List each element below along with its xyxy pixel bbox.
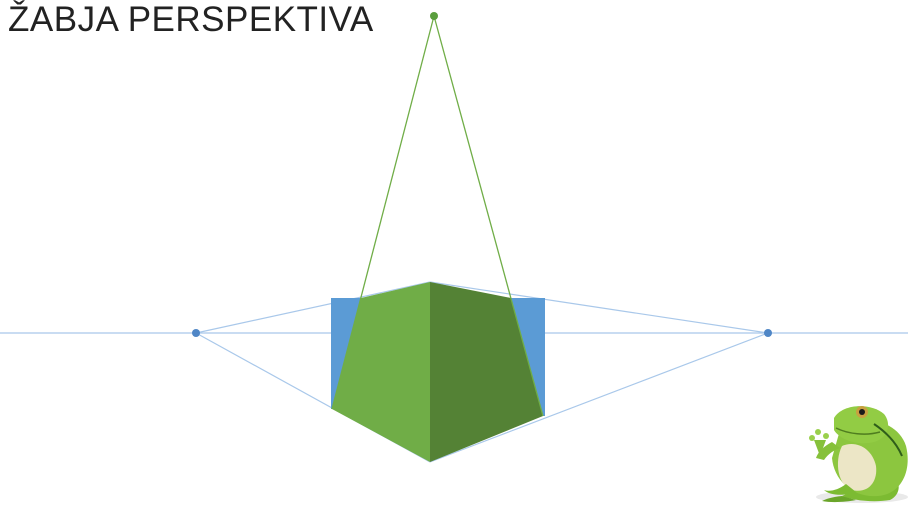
frog-illustration: [809, 406, 908, 503]
vertical-construction-lines: [331, 15, 544, 417]
cube-left-face: [332, 282, 430, 462]
vanishing-point-left: [192, 329, 200, 337]
slide-title: ŽABJA PERSPEKTIVA: [8, 0, 374, 39]
vanishing-point-top: [430, 12, 438, 20]
vanishing-point-right: [764, 329, 772, 337]
right-construction-lines: [429, 281, 769, 463]
cube-right-face: [430, 282, 543, 462]
